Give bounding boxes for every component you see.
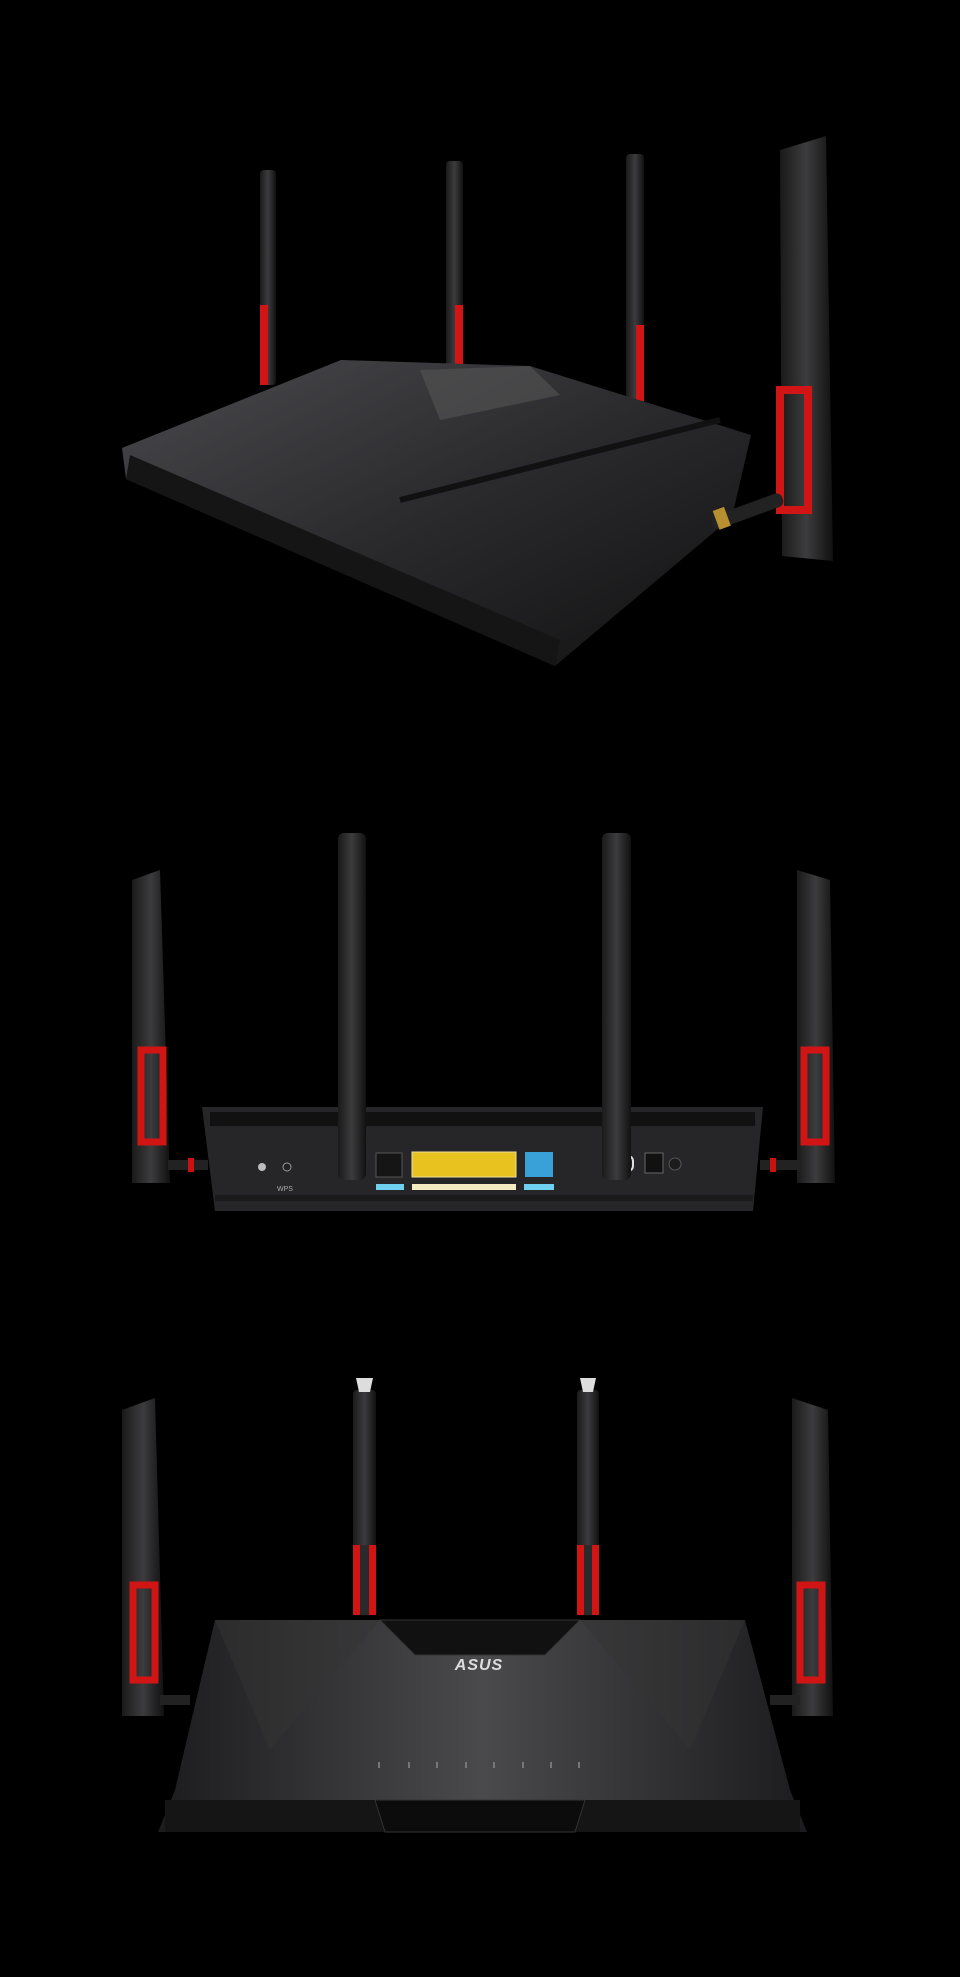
- router-back-view: WPS: [132, 833, 835, 1211]
- antenna-large: [776, 136, 833, 561]
- brand-logo: ASUS: [454, 1657, 503, 1674]
- router-angled-view: [122, 136, 833, 666]
- wps-label: WPS: [277, 1186, 293, 1193]
- antenna: [602, 833, 631, 1180]
- reset-button: [258, 1163, 266, 1171]
- status-leds: [378, 1762, 580, 1768]
- vent-grille: [378, 1619, 582, 1656]
- wps-button: [282, 1162, 292, 1172]
- antenna: [446, 161, 463, 372]
- antenna-large: [797, 870, 835, 1183]
- wan-port: [375, 1152, 403, 1178]
- antenna: [260, 170, 276, 385]
- antenna: [626, 154, 644, 401]
- antenna: [353, 1378, 376, 1615]
- antenna-large: [122, 1398, 164, 1716]
- antenna: [338, 833, 366, 1180]
- power-jack: [644, 1152, 664, 1174]
- antenna-large: [792, 1398, 833, 1716]
- antenna: [577, 1378, 599, 1615]
- router-front-view: ASUS: [122, 1378, 833, 1833]
- lan-ports: [411, 1151, 517, 1178]
- router-body: [122, 360, 751, 666]
- lan-port-blue: [525, 1152, 553, 1177]
- antenna-large: [132, 870, 170, 1183]
- power-button: [668, 1157, 682, 1171]
